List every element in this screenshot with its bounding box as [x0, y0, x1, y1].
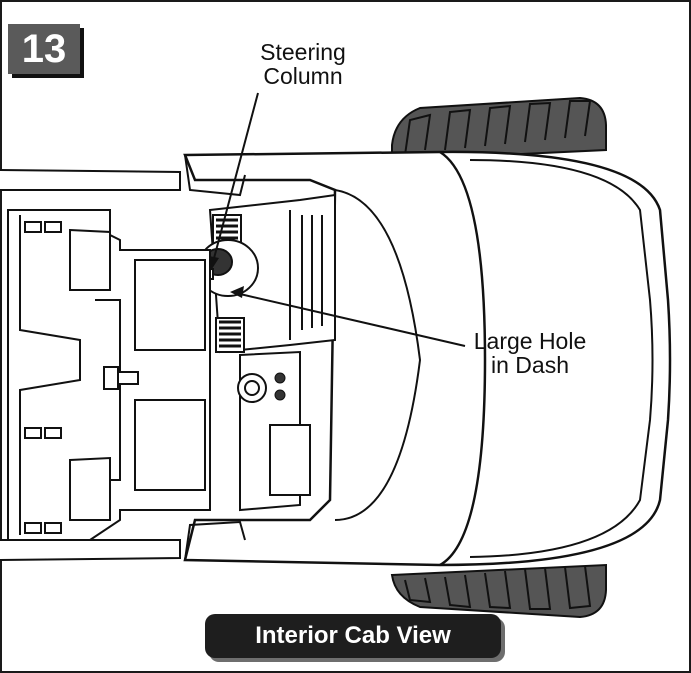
large-hole-label-line2: in Dash	[491, 352, 569, 378]
steering-column-label-line2: Column	[263, 63, 343, 89]
large-hole-leader	[239, 293, 466, 347]
large-hole-label-line1: Large Hole	[473, 328, 587, 354]
steering-column-arrowhead	[209, 256, 219, 272]
large-hole-arrowhead	[230, 286, 244, 298]
bottom-tire	[390, 563, 607, 619]
top-tire	[391, 96, 607, 162]
view-caption-box: Interior Cab View	[205, 614, 501, 658]
step-number: 13	[21, 27, 67, 71]
seat-and-floor	[0, 169, 211, 561]
steering-column-label: Steering Column	[248, 40, 358, 88]
hood	[183, 150, 672, 567]
steering-column-label-line1: Steering	[260, 39, 346, 65]
step-number-badge: 13	[8, 24, 80, 74]
large-hole-label: Large Hole in Dash	[455, 329, 605, 377]
view-caption: Interior Cab View	[255, 622, 451, 649]
steering-column-leader	[212, 92, 259, 263]
